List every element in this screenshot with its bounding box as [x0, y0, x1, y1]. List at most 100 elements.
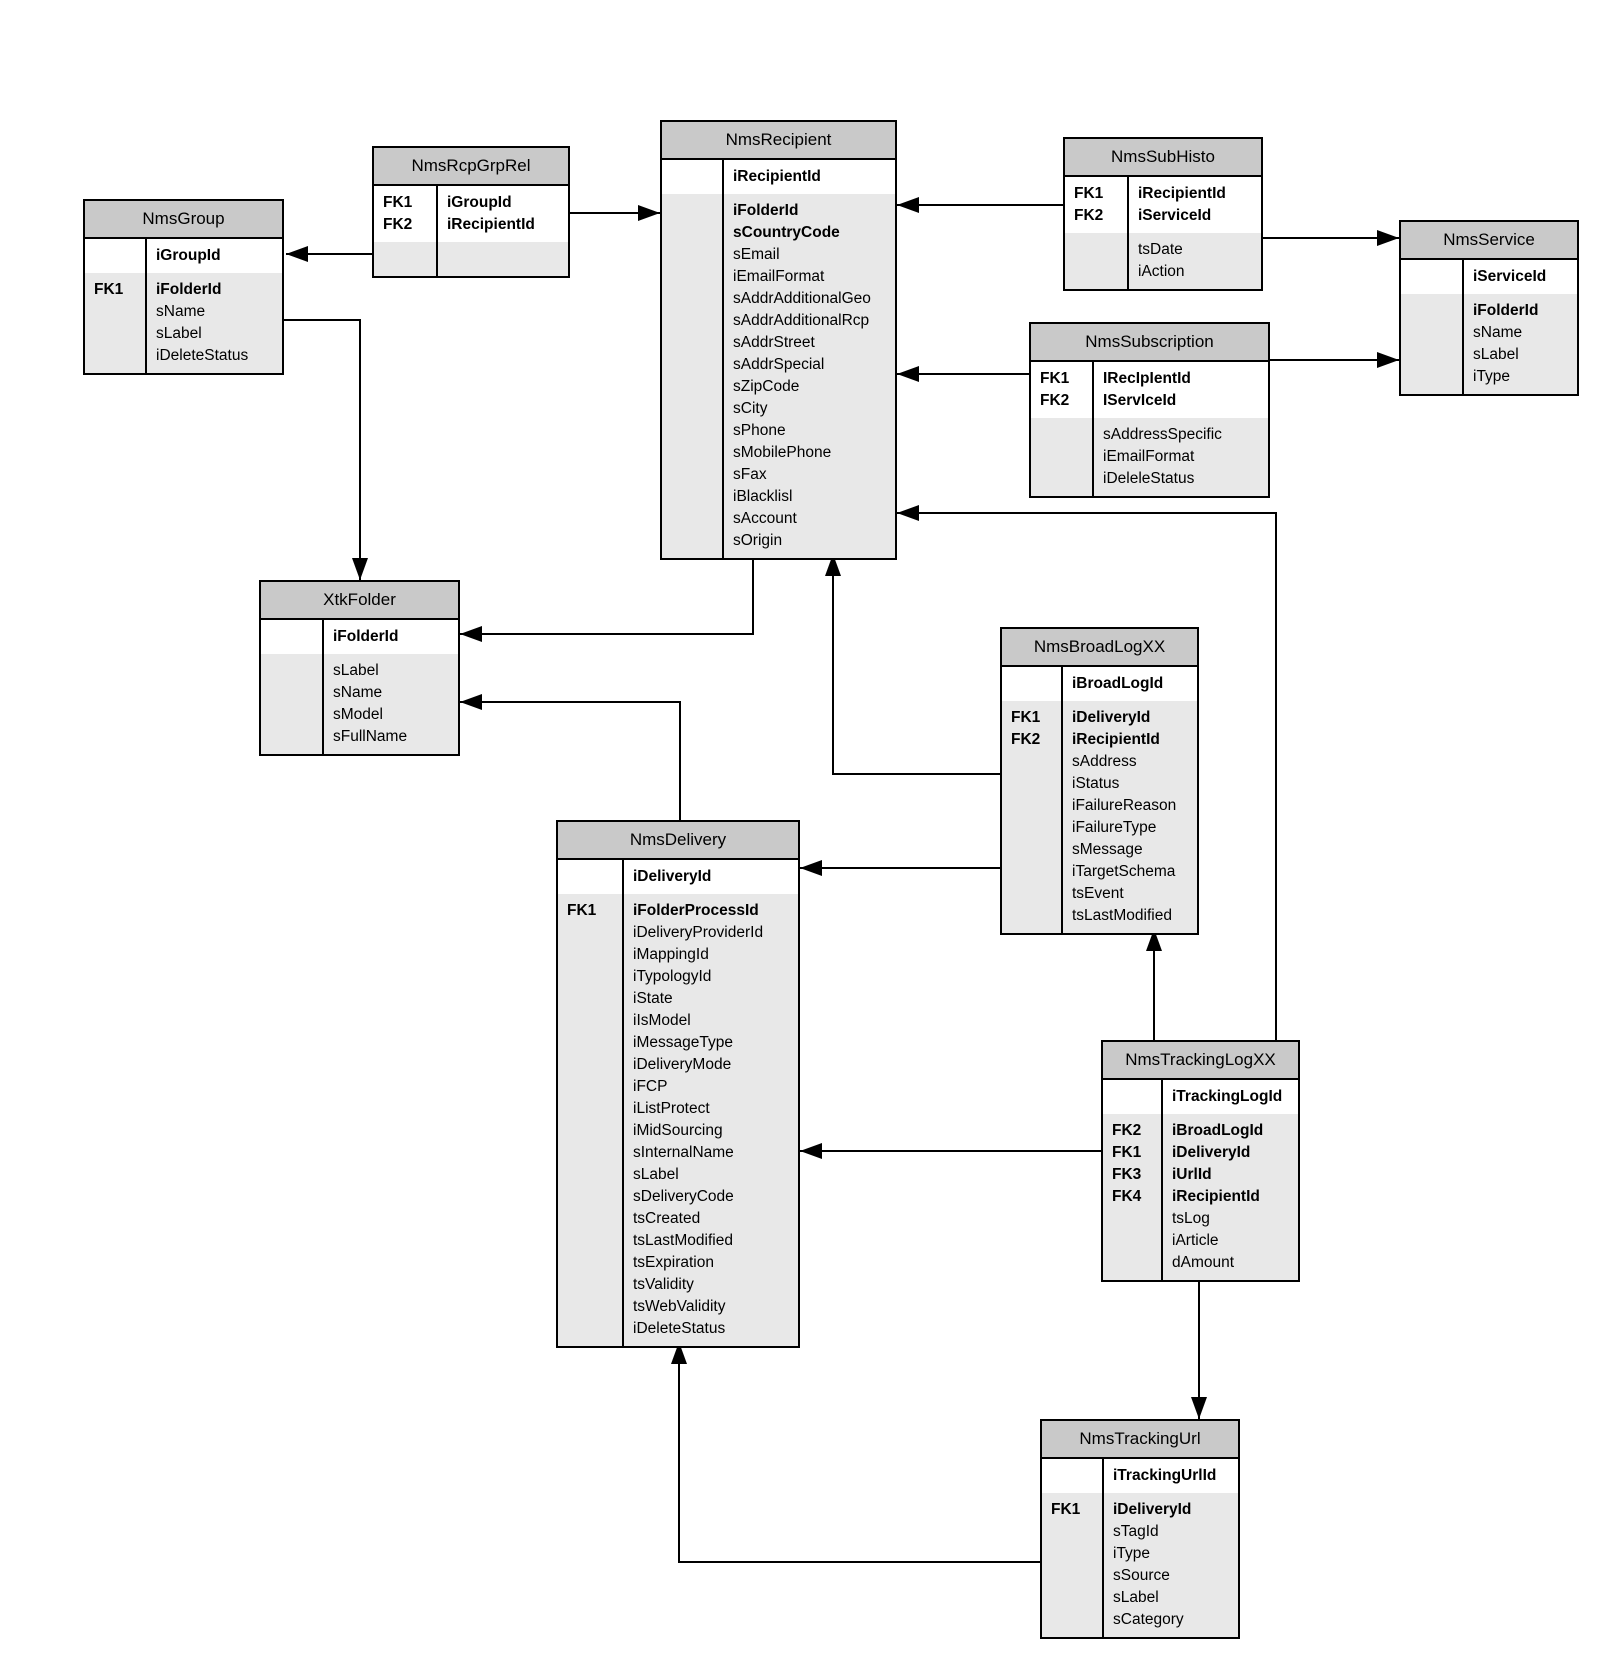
key-label: FK2 [1112, 1122, 1142, 1139]
key-label [671, 442, 722, 464]
key-label [383, 248, 436, 270]
key-label [567, 1054, 622, 1076]
table-title: XtkFolder [261, 582, 458, 620]
key-label [671, 530, 722, 552]
field-name: iEmailFormat [1103, 448, 1195, 465]
field-name: iMidSourcing [633, 1122, 723, 1139]
key-column [1002, 667, 1061, 701]
key-label [1410, 300, 1462, 322]
key-label [270, 704, 322, 726]
field-name: iFCP [633, 1078, 668, 1095]
key-label [1051, 1521, 1102, 1543]
key-label: FK1 [1040, 370, 1070, 387]
key-label [1011, 817, 1061, 839]
field-name: sLabel [333, 662, 379, 679]
key-label [1011, 861, 1061, 883]
key-label [1011, 751, 1061, 773]
key-label [671, 332, 722, 354]
field-name: sTagId [1113, 1523, 1159, 1540]
field-name: iFailureReason [1072, 797, 1177, 814]
field-name: tsExpiration [633, 1254, 714, 1271]
key-label [1040, 424, 1092, 446]
key-column [662, 160, 722, 194]
field-name: iGroupId [447, 194, 512, 211]
key-label [1051, 1609, 1102, 1631]
field-name: sDeliveryCode [633, 1188, 734, 1205]
key-label: FK2 [1074, 207, 1104, 224]
field-name: sFullName [333, 728, 408, 745]
key-label [94, 301, 145, 323]
key-label: FK1 [1112, 1144, 1142, 1161]
key-label [567, 988, 622, 1010]
key-label: FK1 [1011, 709, 1041, 726]
field-name: iDeliveryId [1113, 1501, 1192, 1518]
field-column: iServiceId [1462, 260, 1577, 294]
field-name: sLabel [633, 1166, 679, 1183]
field-name: iRecipientId [733, 168, 821, 185]
key-label [567, 866, 622, 888]
key-label: FK2 [383, 216, 413, 233]
key-label: FK1 [567, 902, 597, 919]
field-name: iTrackingLogId [1172, 1088, 1283, 1105]
key-label [567, 1230, 622, 1252]
field-name: sCountryCode [733, 224, 840, 241]
key-label [671, 266, 722, 288]
field-name: iAction [1138, 263, 1185, 280]
key-label [270, 626, 322, 648]
key-label [671, 200, 722, 222]
field-column: iDeliveryId [622, 860, 798, 894]
field-name: iMessageType [633, 1034, 733, 1051]
key-label [567, 1010, 622, 1032]
field-name: IServIceId [1103, 392, 1177, 409]
key-column: FK1 [1042, 1493, 1102, 1637]
field-name: sAddrSpecial [733, 356, 825, 373]
field-column [436, 242, 568, 276]
field-name: iTypologyId [633, 968, 712, 985]
table-title: NmsRecipient [662, 122, 895, 160]
key-label [94, 245, 145, 267]
field-name: tsDate [1138, 241, 1183, 258]
key-label [1011, 773, 1061, 795]
field-column: iTrackingUrlId [1102, 1459, 1238, 1493]
field-name: iTargetSchema [1072, 863, 1176, 880]
table-title: NmsSubHisto [1065, 139, 1261, 177]
table-title: NmsDelivery [558, 822, 798, 860]
field-name: iDeliveryId [1172, 1144, 1251, 1161]
key-column [1103, 1080, 1161, 1114]
relation-nmstrackingurl-nmsdelivery [671, 1342, 1040, 1563]
relation-nmstrackinglogxx-nmsrecipient [897, 505, 1277, 1040]
field-name: iDeleteStatus [156, 347, 249, 364]
field-column: iTrackingLogId [1161, 1080, 1298, 1114]
key-label [671, 354, 722, 376]
field-name: sAddrAdditionalGeo [733, 290, 871, 307]
key-label [567, 1164, 622, 1186]
key-label [1410, 322, 1462, 344]
key-label [671, 376, 722, 398]
key-label: FK1 [1074, 185, 1104, 202]
field-name: sAddrStreet [733, 334, 815, 351]
key-label [1051, 1543, 1102, 1565]
key-label [1074, 239, 1127, 261]
field-name: iFailureType [1072, 819, 1157, 836]
field-name: iFolderId [333, 628, 399, 645]
key-label [567, 1186, 622, 1208]
key-label [270, 726, 322, 748]
key-label [671, 486, 722, 508]
field-name: iType [1473, 368, 1511, 385]
key-label [1410, 344, 1462, 366]
key-label [567, 1120, 622, 1142]
table-title: NmsBroadLogXX [1002, 629, 1197, 667]
key-label [567, 1318, 622, 1340]
key-label [1040, 468, 1092, 490]
